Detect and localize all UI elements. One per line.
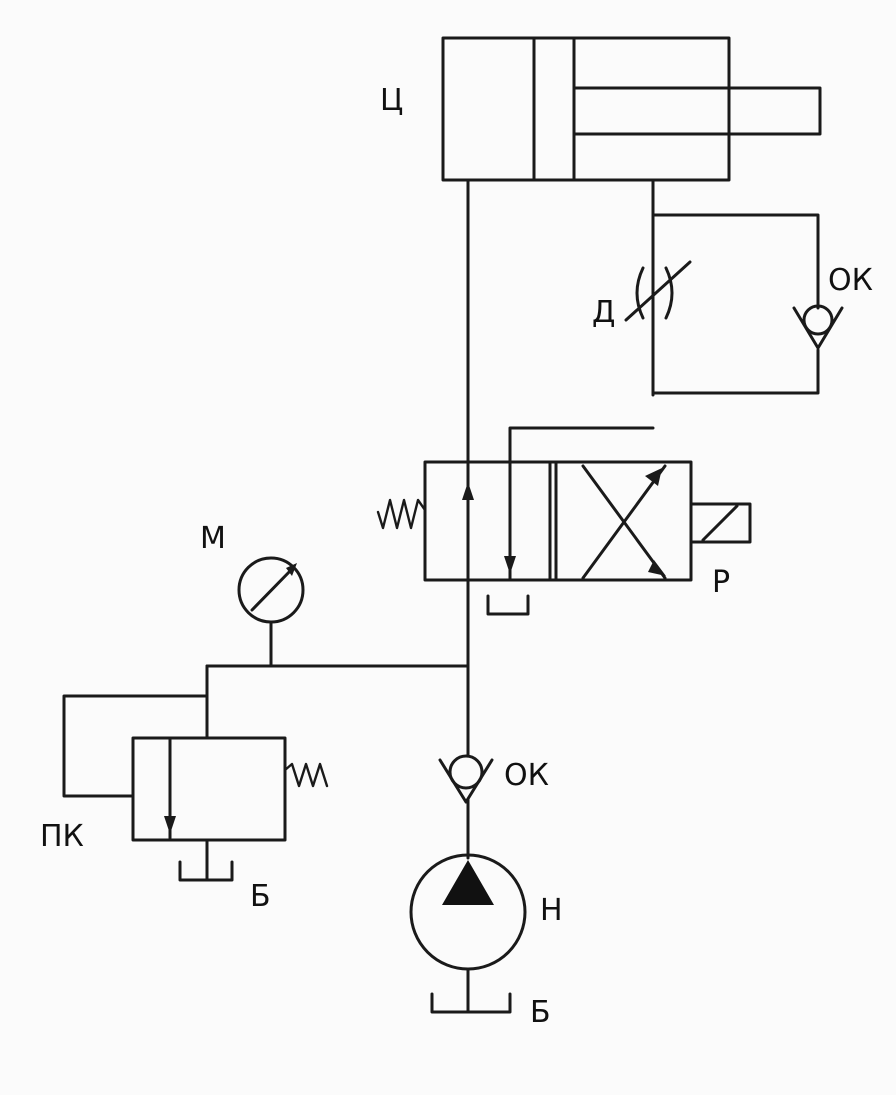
cross-arrow-2 (648, 560, 666, 576)
check-valve-bottom (438, 754, 494, 804)
cross-arrow-1 (645, 468, 662, 486)
gauge-needle (250, 566, 295, 612)
cylinder-body (441, 36, 731, 182)
check-valve-bottom-label: ОК (504, 758, 549, 793)
bypass-line-top (651, 213, 820, 310)
relief-spring (283, 762, 329, 788)
throttle-check-assembly (624, 178, 844, 397)
check-valve-top-seat (792, 306, 844, 350)
throttle-arc-right (664, 266, 674, 320)
relief-flow-arrow (164, 816, 176, 834)
bypass-line-bottom (651, 348, 820, 395)
check-valve-bottom-ball (448, 754, 484, 790)
pump-tank-label: Б (530, 995, 551, 1030)
distributor-tank (486, 594, 530, 616)
return-flow-arrow (504, 556, 516, 574)
relief-tank (178, 860, 234, 882)
manometer-label: М (200, 521, 226, 556)
pump-label: Н (540, 893, 563, 928)
check-valve-top-ball (802, 304, 834, 336)
return-line (508, 426, 655, 582)
pump-tank (430, 992, 512, 1014)
relief-body (131, 736, 287, 842)
pressure-gauge (237, 556, 305, 668)
directional-valve (376, 460, 752, 582)
distributor-label: Р (712, 565, 730, 600)
solenoid-box (689, 502, 752, 544)
throttle-label: Д (592, 295, 615, 330)
pump-direction-triangle (442, 860, 494, 905)
hydraulic-cylinder (441, 36, 822, 182)
relief-pilot-line (62, 694, 209, 798)
valve-spring (376, 498, 427, 530)
straight-flow-arrow (462, 482, 474, 500)
throttle-adjust-arrow (624, 260, 692, 322)
solenoid-coil (701, 504, 739, 542)
relief-valve-label: ПК (40, 819, 84, 854)
hydraulic-pump (409, 853, 527, 1014)
relief-tank-label: Б (250, 879, 271, 914)
relief-valve (62, 664, 329, 882)
piston-rod (572, 86, 822, 136)
gauge-needle-tip (286, 563, 297, 576)
cross-path-2 (581, 464, 667, 580)
check-valve-top-label: ОК (828, 263, 873, 298)
throttle-arc-left (635, 266, 645, 320)
valve-body (423, 460, 693, 582)
check-valve-bottom-seat (438, 758, 494, 804)
cylinder-label: Ц (380, 83, 403, 118)
